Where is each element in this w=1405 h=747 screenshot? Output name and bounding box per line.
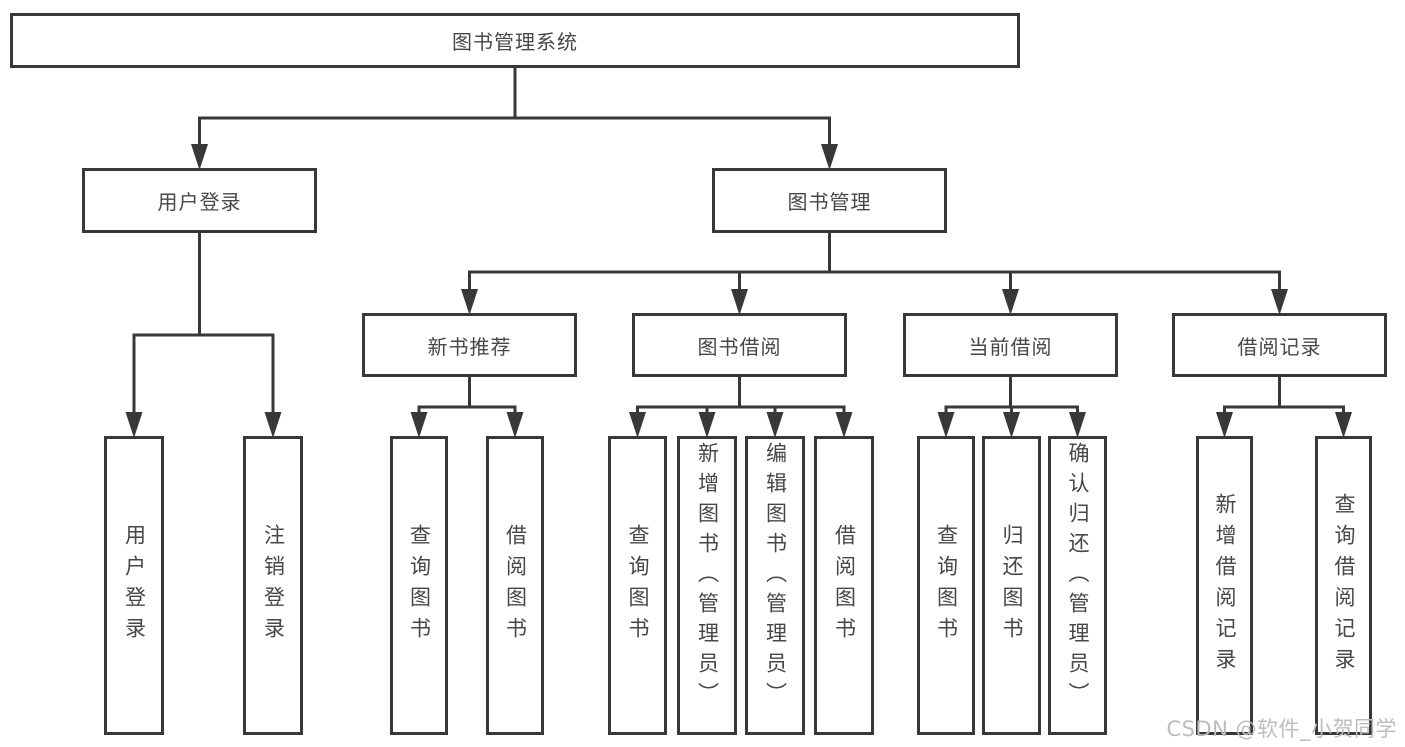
edge-mgmt xyxy=(461,232,1288,315)
node-library-system: 图书管理系统 xyxy=(10,13,1020,68)
node-query-books-current-label: 查询图书 xyxy=(934,523,959,648)
node-edit-books-admin-label: 编辑图书（管理员） xyxy=(763,442,788,712)
node-library-system-label: 图书管理系统 xyxy=(452,30,578,54)
arrowhead xyxy=(698,412,716,438)
node-user-login-group-label: 用户登录 xyxy=(157,190,242,214)
arrowhead xyxy=(629,412,646,438)
node-query-books-borrow-label: 查询图书 xyxy=(626,523,650,648)
node-add-books-admin-label: 新增图书（管理员） xyxy=(695,442,720,712)
arrowhead xyxy=(125,412,143,438)
edge-current xyxy=(937,376,1086,438)
node-borrow-books-recommend: 借阅图书 xyxy=(486,436,544,735)
edge-records xyxy=(1216,376,1352,438)
node-current-borrow: 当前借阅 xyxy=(903,313,1118,377)
node-book-management: 图书管理 xyxy=(712,168,947,233)
node-book-borrow-label: 图书借阅 xyxy=(697,334,782,359)
arrowhead xyxy=(835,412,853,438)
node-logout: 注销登录 xyxy=(243,436,303,735)
node-query-books-recommend: 查询图书 xyxy=(390,436,448,735)
node-borrow-books-label: 借阅图书 xyxy=(832,523,857,648)
node-logout-label: 注销登录 xyxy=(261,523,286,648)
node-return-books: 归还图书 xyxy=(982,436,1041,735)
node-confirm-return-admin: 确认归还（管理员） xyxy=(1048,436,1107,735)
node-add-books-admin: 新增图书（管理员） xyxy=(677,436,737,735)
arrowhead xyxy=(766,412,784,438)
node-user-login-group: 用户登录 xyxy=(82,168,317,233)
node-query-borrow-record-label: 查询借阅记录 xyxy=(1332,492,1356,679)
arrowhead xyxy=(410,412,428,438)
arrowhead xyxy=(1069,412,1086,438)
node-borrow-books-recommend-label: 借阅图书 xyxy=(503,523,528,648)
arrowhead xyxy=(1271,289,1288,315)
node-book-borrow: 图书借阅 xyxy=(632,313,847,377)
node-current-borrow-label: 当前借阅 xyxy=(968,334,1053,359)
arrowhead xyxy=(821,144,838,170)
node-user-login-label: 用户登录 xyxy=(122,523,147,648)
node-borrow-books: 借阅图书 xyxy=(814,436,874,735)
node-return-books-label: 归还图书 xyxy=(1000,523,1024,648)
arrowhead xyxy=(1003,412,1020,438)
arrowhead xyxy=(937,412,955,438)
node-borrow-records-label: 借阅记录 xyxy=(1237,334,1322,359)
edge-login xyxy=(125,232,282,438)
arrowhead xyxy=(506,412,524,438)
watermark-text: CSDN @软件_小贺同学 xyxy=(1166,717,1397,741)
arrowhead xyxy=(264,412,282,438)
arrowhead xyxy=(1335,412,1352,438)
node-query-borrow-record: 查询借阅记录 xyxy=(1315,436,1372,735)
arrowhead xyxy=(461,289,478,315)
edge-root xyxy=(191,67,838,170)
node-new-book-recommend: 新书推荐 xyxy=(362,313,577,377)
arrowhead xyxy=(731,289,748,315)
node-add-borrow-record: 新增借阅记录 xyxy=(1196,436,1253,735)
node-edit-books-admin: 编辑图书（管理员） xyxy=(745,436,805,735)
node-new-book-recommend-label: 新书推荐 xyxy=(427,334,512,359)
edge-borrow xyxy=(629,376,853,438)
arrowhead xyxy=(191,144,208,170)
arrowhead xyxy=(1002,289,1019,315)
node-query-books-borrow: 查询图书 xyxy=(608,436,667,735)
node-user-login: 用户登录 xyxy=(104,436,164,735)
node-book-management-label: 图书管理 xyxy=(787,190,872,214)
node-add-borrow-record-label: 新增借阅记录 xyxy=(1213,492,1237,679)
node-borrow-records: 借阅记录 xyxy=(1172,313,1387,377)
edge-rec xyxy=(410,376,524,438)
arrowhead xyxy=(1216,412,1233,438)
node-query-books-recommend-label: 查询图书 xyxy=(407,523,432,648)
node-query-books-current: 查询图书 xyxy=(917,436,975,735)
node-confirm-return-admin-label: 确认归还（管理员） xyxy=(1066,442,1090,712)
